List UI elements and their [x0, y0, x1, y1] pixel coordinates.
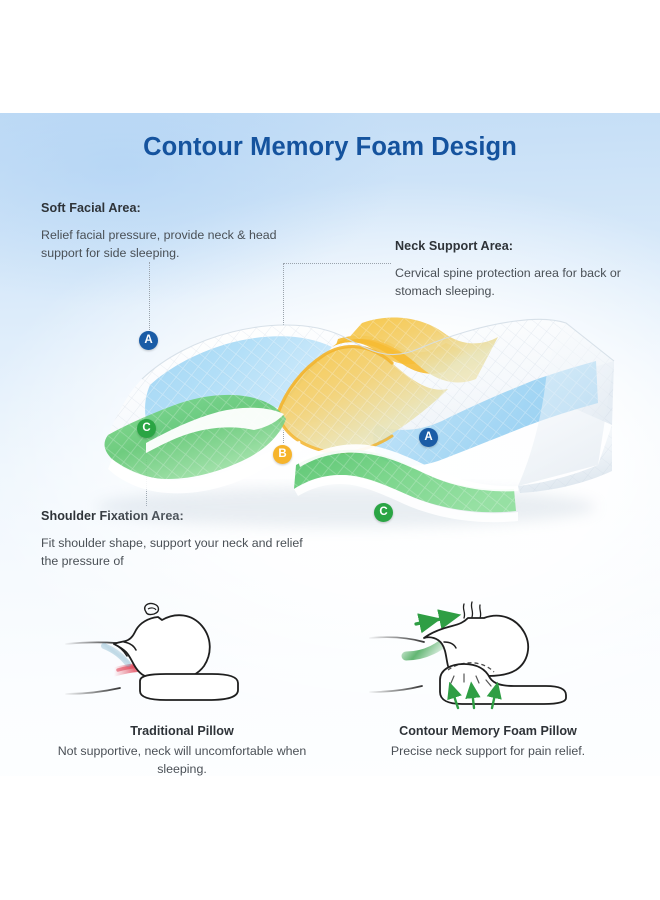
- callout-neck-support-area: Neck Support Area: Cervical spine protec…: [395, 239, 627, 301]
- callout-body: Relief facial pressure, provide neck & h…: [41, 228, 277, 260]
- zone-badge-c-left: C: [137, 419, 156, 438]
- zone-badge-c-right: C: [374, 503, 393, 522]
- leader-line-neck-horizontal: [283, 263, 391, 264]
- zone-badge-a-left: A: [139, 331, 158, 350]
- comparison-traditional-pillow: Traditional Pillow Not supportive, neck …: [40, 598, 324, 778]
- zone-badge-a-right: A: [419, 428, 438, 447]
- contour-pillow-icon: [346, 598, 630, 710]
- comparison-title: Traditional Pillow: [130, 724, 234, 738]
- traditional-pillow-icon: [40, 598, 324, 710]
- zone-badge-b: B: [273, 445, 292, 464]
- leader-line-facial: [149, 262, 150, 332]
- page-title: Contour Memory Foam Design: [143, 133, 517, 161]
- callout-body: Fit shoulder shape, support your neck an…: [41, 536, 303, 568]
- callout-soft-facial-area: Soft Facial Area: Relief facial pressure…: [41, 201, 301, 263]
- pillow-illustration: [46, 275, 626, 545]
- callout-heading: Soft Facial Area:: [41, 201, 141, 215]
- comparison-subtitle: Not supportive, neck will uncomfortable …: [57, 744, 307, 776]
- callout-body: Cervical spine protection area for back …: [395, 266, 621, 298]
- comparison-subtitle: Precise neck support for pain relief.: [390, 744, 586, 758]
- callout-heading: Neck Support Area:: [395, 239, 514, 253]
- comparison-contour-pillow: Contour Memory Foam Pillow Precise neck …: [346, 598, 630, 761]
- comparison-title: Contour Memory Foam Pillow: [399, 724, 577, 738]
